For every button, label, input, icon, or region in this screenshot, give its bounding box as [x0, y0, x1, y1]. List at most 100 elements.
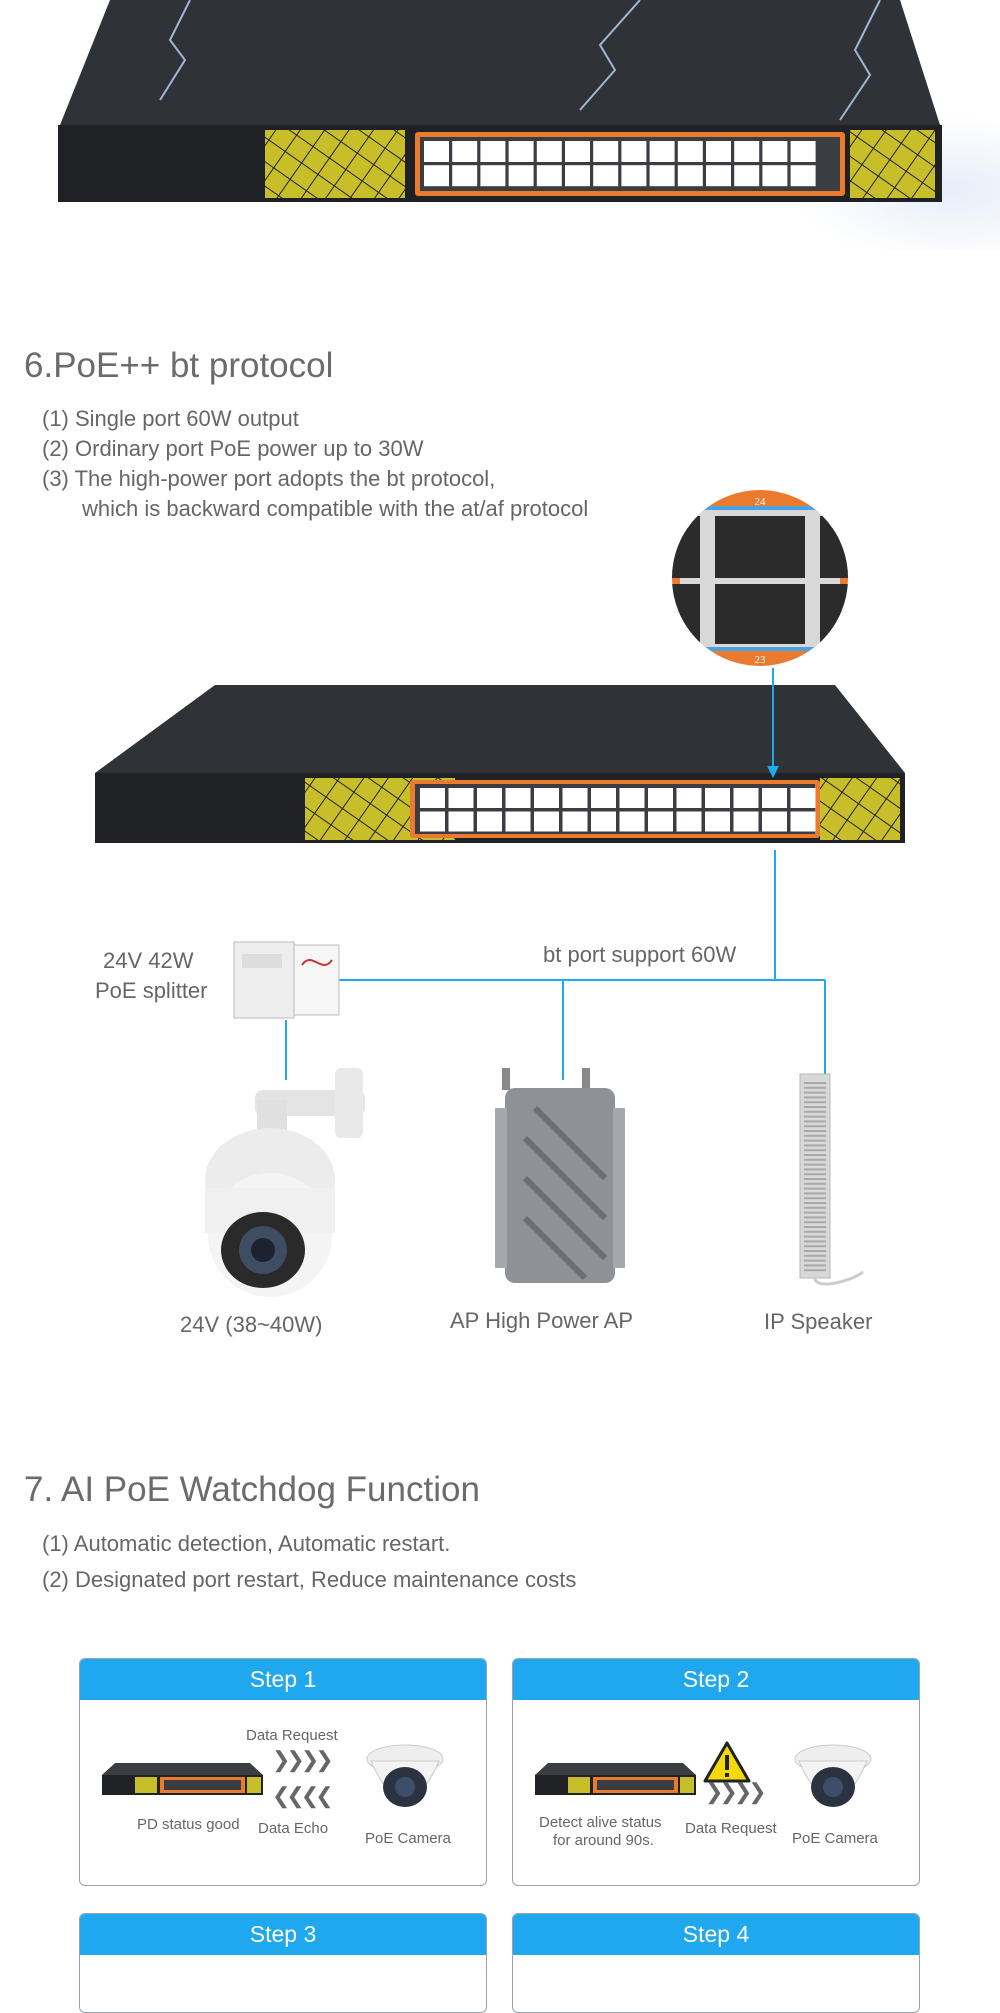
- step-3-title: Step 3: [80, 1914, 486, 1955]
- step1-request-label: Data Request: [246, 1727, 338, 1744]
- switch-port: [677, 165, 703, 187]
- switch-port: [676, 811, 702, 832]
- section6-item-3: (3) The high-power port adopts the bt pr…: [42, 466, 496, 491]
- speaker-grille-slot: [804, 1125, 826, 1128]
- switch-port: [508, 165, 534, 187]
- speaker-grille-slot: [804, 1245, 826, 1248]
- device-label-ap: AP High Power AP: [450, 1308, 634, 1333]
- speaker-grille-slot: [804, 1086, 826, 1089]
- speaker-grille-slot: [804, 1101, 826, 1104]
- speaker-grille-slot: [804, 1110, 826, 1113]
- speaker-grille-slot: [804, 1163, 826, 1166]
- step1-camera-label: PoE Camera: [365, 1830, 451, 1847]
- step2-left-label-1: Detect alive status: [539, 1814, 662, 1831]
- speaker-grille-slot: [804, 1226, 826, 1228]
- switch-port: [705, 811, 730, 832]
- switch-port: [677, 141, 703, 162]
- speaker-grille-slot: [804, 1240, 826, 1243]
- switch-port: [480, 165, 506, 187]
- step-card-2: Step 2 ❯❯❯❯ Detect alive status for arou…: [512, 1658, 920, 1886]
- switch-port: [505, 811, 531, 832]
- switch-port: [565, 165, 590, 187]
- switch-port: [706, 165, 731, 187]
- speaker-grille-slot: [804, 1235, 826, 1238]
- device-label-speaker: IP Speaker: [764, 1309, 873, 1334]
- device-label-camera: 24V (38~40W): [180, 1312, 323, 1337]
- switch-port: [762, 165, 788, 187]
- step1-left-label: PD status good: [137, 1816, 240, 1833]
- speaker-grille-slot: [804, 1178, 826, 1180]
- switch-port: [705, 788, 730, 808]
- speaker-grille-slot: [804, 1082, 826, 1084]
- switch-port: [477, 788, 502, 808]
- speaker-grille-slot: [804, 1106, 826, 1108]
- step2-left-label-2: for around 90s.: [553, 1832, 654, 1849]
- splitter-label-1: 24V 42W: [103, 948, 194, 973]
- switch-port: [790, 141, 816, 162]
- speaker-grille-slot: [804, 1269, 826, 1272]
- switch-port: [480, 141, 506, 162]
- bt-port-label: bt port support 60W: [543, 942, 737, 967]
- switch-port: [448, 811, 474, 832]
- switch-port: [452, 165, 478, 187]
- section6-item-2: (2) Ordinary port PoE power up to 30W: [42, 436, 424, 461]
- switch-port: [621, 165, 647, 187]
- speaker-grille-slot: [804, 1192, 826, 1195]
- speaker-grille-slot: [804, 1250, 826, 1252]
- speaker-grille-slot: [804, 1158, 826, 1161]
- switch-port: [505, 788, 531, 808]
- switch-port: [762, 141, 788, 162]
- step-4-title: Step 4: [513, 1914, 919, 1955]
- step1-camera-image: [365, 1739, 445, 1817]
- zoom-label-23: 23: [755, 654, 767, 666]
- switch-middle: [90, 680, 910, 855]
- switch-port: [452, 141, 478, 162]
- switch-port: [621, 141, 647, 162]
- switch-port: [790, 811, 816, 832]
- switch-port: [734, 141, 760, 162]
- switch-port: [424, 141, 449, 162]
- speaker-grille-slot: [804, 1211, 826, 1214]
- speaker-grille-slot: [804, 1254, 826, 1257]
- switch-top: [0, 0, 1000, 250]
- switch-port: [534, 788, 559, 808]
- switch-port: [593, 141, 619, 162]
- speaker-grille-slot: [804, 1120, 826, 1123]
- port-zoom-circle: 24 23: [670, 488, 850, 668]
- speaker-grille-slot: [804, 1230, 826, 1233]
- step-1-title: Step 1: [80, 1659, 486, 1700]
- switch-port: [733, 811, 759, 832]
- switch-port: [648, 788, 673, 808]
- speaker-grille-slot: [804, 1221, 826, 1224]
- speaker-grille-slot: [804, 1259, 826, 1262]
- splitter-label-2: PoE splitter: [95, 978, 208, 1003]
- speaker-grille-slot: [804, 1182, 826, 1185]
- switch-port: [534, 811, 559, 832]
- step2-request-label: Data Request: [685, 1820, 777, 1837]
- step1-request-arrows: ❯❯❯❯: [272, 1747, 334, 1772]
- warning-icon: [703, 1741, 751, 1783]
- speaker-grille-slot: [804, 1139, 826, 1142]
- step1-echo-arrows: ❮❮❮❮: [272, 1783, 334, 1808]
- speaker-grille-slot: [804, 1173, 826, 1176]
- step2-camera-image: [793, 1739, 873, 1817]
- step1-switch-image: [100, 1761, 265, 1797]
- switch-port: [448, 788, 474, 808]
- section6-title: 6.PoE++ bt protocol: [24, 346, 334, 385]
- switch-port: [790, 788, 816, 808]
- speaker-grille-slot: [804, 1216, 826, 1219]
- speaker-grille-slot: [804, 1197, 826, 1200]
- speaker-grille-slot: [804, 1096, 826, 1099]
- switch-port: [591, 788, 616, 808]
- speaker-grille-slot: [804, 1168, 826, 1171]
- speaker-grille-slot: [804, 1144, 826, 1147]
- switch-port: [591, 811, 616, 832]
- speaker-grille-slot: [804, 1130, 826, 1132]
- switch-port: [648, 811, 673, 832]
- speaker-grille-slot: [804, 1115, 826, 1118]
- switch-port: [762, 788, 787, 808]
- step-card-1: Step 1 Data Request ❯❯❯❯ ❮❮❮❮ PD status …: [79, 1658, 487, 1886]
- connector-lines: [0, 660, 1000, 1080]
- step-card-4: Step 4: [512, 1913, 920, 2013]
- switch-port: [733, 788, 759, 808]
